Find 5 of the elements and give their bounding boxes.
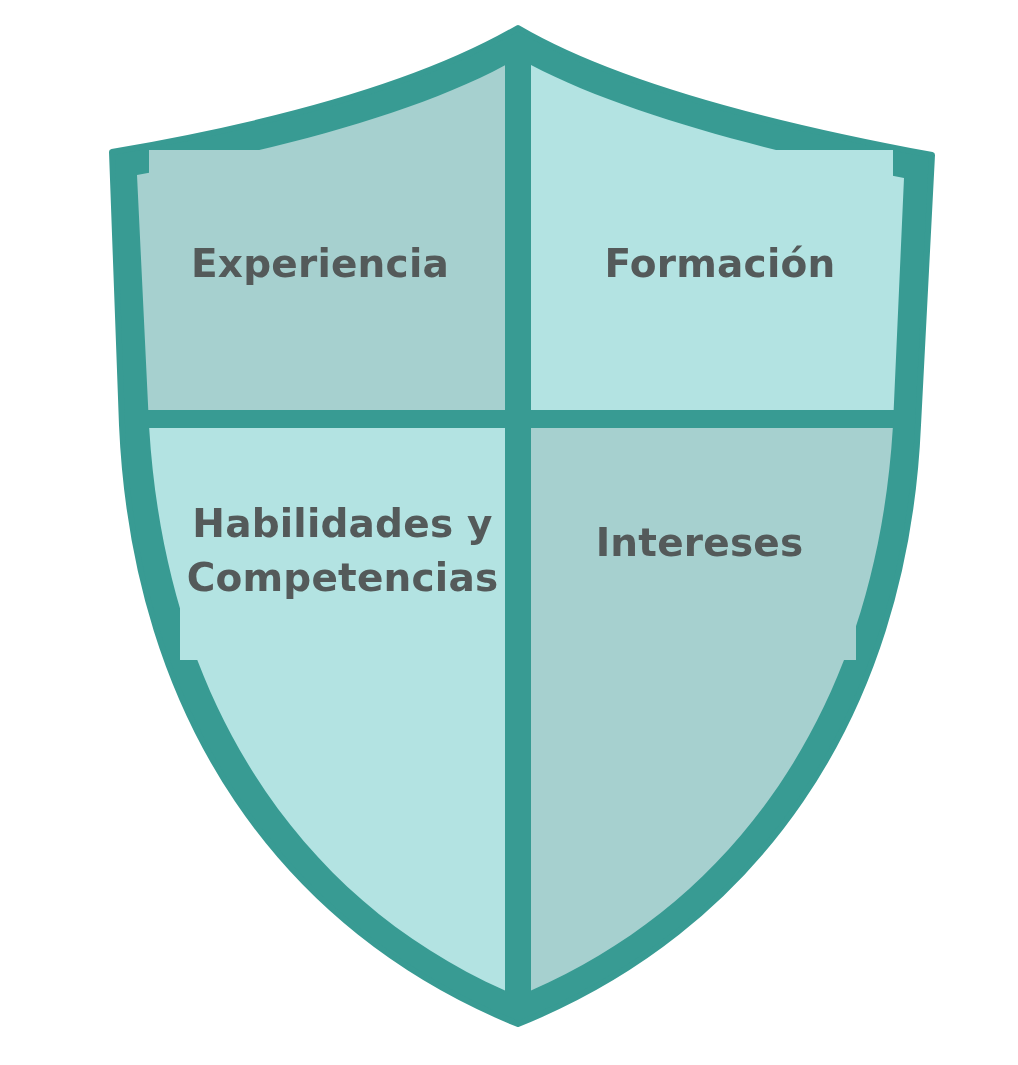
quadrant-label: Intereses (595, 519, 804, 567)
quadrant-label: Habilidades y Competencias (185, 500, 500, 602)
shield-frame (106, 22, 938, 1030)
quadrant-label: Formación (604, 240, 836, 288)
quadrant-label: Experiencia (191, 240, 449, 288)
